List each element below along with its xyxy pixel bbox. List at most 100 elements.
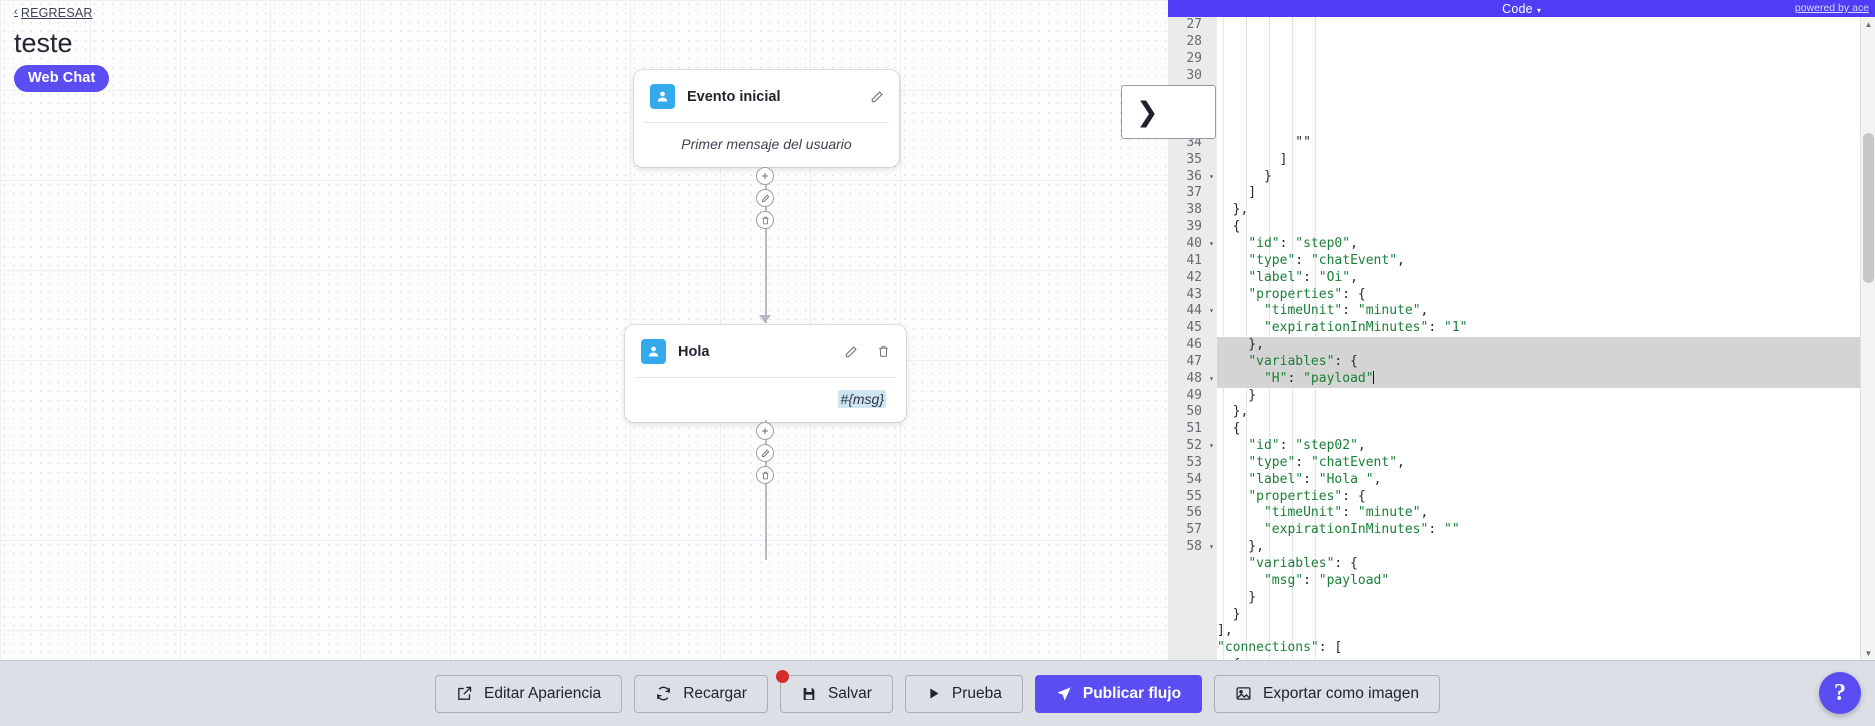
editor-toggle-button[interactable]: ❯: [1121, 85, 1216, 139]
send-icon: [1056, 686, 1072, 702]
code-line[interactable]: {: [1217, 421, 1241, 437]
edit-icon[interactable]: [756, 189, 774, 207]
code-line[interactable]: "type": "chatEvent",: [1248, 252, 1405, 268]
line-number: 30: [1186, 67, 1202, 83]
refresh-icon: [655, 685, 672, 702]
line-number: 42: [1186, 269, 1202, 285]
code-line[interactable]: {: [1217, 657, 1860, 660]
toolbar-button-salvar[interactable]: Salvar: [775, 669, 893, 713]
code-text[interactable]: "" ] } ] }, { "id": "step0", "type": "ch…: [1217, 17, 1860, 660]
editor-title: Code▾: [1502, 1, 1541, 16]
user-icon: [641, 339, 666, 364]
code-line[interactable]: "variables": {: [1248, 556, 1358, 571]
code-line[interactable]: "type": "chatEvent",: [1248, 454, 1405, 470]
node-message: Primer mensaje del usuario: [644, 122, 889, 167]
line-number: 43: [1186, 286, 1202, 302]
code-line[interactable]: },: [1217, 337, 1860, 354]
toolbar-button-label: Prueba: [951, 684, 1002, 702]
code-line[interactable]: "id": "step0",: [1248, 235, 1358, 251]
line-number: 45: [1186, 320, 1202, 336]
code-editor-panel[interactable]: Code▾ powered by ace 272829303132▾333435…: [1168, 0, 1875, 660]
delete-icon[interactable]: [875, 343, 892, 360]
code-line[interactable]: "connections": [: [1217, 640, 1343, 656]
text-cursor: [1372, 370, 1374, 384]
editor-header[interactable]: Code▾ powered by ace: [1168, 0, 1875, 17]
line-number: 46: [1186, 337, 1202, 353]
edit-icon[interactable]: [842, 343, 859, 360]
powered-by-link[interactable]: powered by ace: [1794, 2, 1869, 14]
code-line[interactable]: ]: [1217, 185, 1257, 201]
edit-icon[interactable]: [868, 88, 885, 105]
line-number: 52▾: [1186, 438, 1214, 454]
code-line[interactable]: }: [1217, 168, 1272, 184]
scrollbar-thumb[interactable]: [1863, 133, 1874, 283]
fold-toggle-icon[interactable]: ▾: [1209, 171, 1214, 181]
code-line[interactable]: "label": "Oi",: [1248, 269, 1358, 285]
fold-toggle-icon[interactable]: ▾: [1209, 306, 1214, 316]
code-line[interactable]: },: [1217, 404, 1249, 420]
help-button[interactable]: ?: [1819, 672, 1861, 714]
code-line[interactable]: },: [1217, 539, 1264, 555]
editor-content[interactable]: 272829303132▾33343536▾37383940▾41424344▾…: [1168, 17, 1875, 660]
back-link[interactable]: ‹ REGRESAR: [14, 6, 93, 20]
code-line[interactable]: }: [1217, 589, 1257, 605]
flow-canvas[interactable]: ‹ REGRESAR teste Web Chat Evento inicial…: [0, 0, 1168, 660]
code-line[interactable]: "timeUnit": "minute",: [1263, 505, 1429, 521]
code-line[interactable]: }: [1217, 387, 1257, 403]
fold-toggle-icon[interactable]: ▾: [1209, 441, 1214, 451]
toolbar-button-exportar-como-imagen[interactable]: Exportar como imagen: [1214, 674, 1440, 713]
code-line[interactable]: "id": "step02",: [1248, 438, 1366, 454]
code-line[interactable]: ]: [1217, 151, 1288, 167]
line-number: 48▾: [1186, 370, 1214, 386]
fold-toggle-icon[interactable]: ▾: [1209, 238, 1214, 248]
connector-arrow-1: [759, 315, 771, 323]
chevron-down-icon[interactable]: ▾: [1536, 5, 1541, 15]
node-title: Hola: [678, 343, 710, 360]
toolbar-button-label: Editar Apariencia: [484, 684, 602, 702]
fold-toggle-icon[interactable]: ▾: [1209, 542, 1214, 552]
editor-scrollbar[interactable]: ▲ ▼: [1860, 17, 1875, 660]
code-line[interactable]: "expirationInMinutes": "": [1263, 522, 1460, 538]
line-number: 53: [1186, 454, 1202, 470]
connector-actions-2[interactable]: [756, 422, 774, 484]
line-number: 55: [1186, 488, 1202, 504]
code-line[interactable]: "timeUnit": "minute",: [1263, 303, 1429, 319]
code-line[interactable]: },: [1217, 202, 1249, 218]
code-line[interactable]: {: [1217, 219, 1241, 235]
code-line[interactable]: "label": "Hola ",: [1248, 471, 1382, 487]
line-number: 54: [1186, 471, 1202, 487]
flow-node-evento-inicial[interactable]: Evento inicial Primer mensaje del usuari…: [634, 70, 899, 167]
code-line[interactable]: "variables": {: [1217, 353, 1860, 371]
add-icon[interactable]: [756, 422, 774, 440]
edit-icon[interactable]: [756, 444, 774, 462]
toolbar-button-publicar-flujo[interactable]: Publicar flujo: [1034, 674, 1203, 713]
toolbar-button-prueba[interactable]: Prueba: [904, 674, 1023, 713]
delete-icon[interactable]: [756, 211, 774, 229]
code-line[interactable]: "expirationInMinutes": "1": [1263, 320, 1468, 336]
line-number: 29: [1186, 50, 1202, 66]
line-number: 49: [1186, 387, 1202, 403]
page-title: teste: [14, 28, 73, 58]
code-line[interactable]: "": [1217, 134, 1311, 150]
line-number: 50: [1186, 404, 1202, 420]
code-line[interactable]: "properties": {: [1248, 488, 1366, 504]
add-icon[interactable]: [756, 167, 774, 185]
connector-line-2: [765, 420, 767, 560]
connector-actions-1[interactable]: [756, 167, 774, 229]
flow-node-hola[interactable]: Hola #{msg}: [625, 325, 906, 422]
line-number: 57: [1186, 522, 1202, 538]
code-line[interactable]: "properties": {: [1248, 286, 1366, 302]
toolbar-button-editar-apariencia[interactable]: Editar Apariencia: [435, 674, 623, 713]
line-number: 51: [1186, 421, 1202, 437]
line-number: 44▾: [1186, 303, 1214, 319]
scroll-up-icon[interactable]: ▲: [1864, 19, 1873, 29]
scroll-down-icon[interactable]: ▼: [1864, 648, 1873, 658]
code-line[interactable]: "msg": "payload": [1263, 572, 1390, 588]
toolbar-button-recargar[interactable]: Recargar: [634, 674, 768, 713]
fold-toggle-icon[interactable]: ▾: [1209, 373, 1214, 383]
code-line[interactable]: }: [1217, 606, 1241, 622]
code-line[interactable]: ],: [1217, 623, 1233, 639]
code-line[interactable]: "H": "payload": [1217, 370, 1860, 388]
delete-icon[interactable]: [756, 466, 774, 484]
